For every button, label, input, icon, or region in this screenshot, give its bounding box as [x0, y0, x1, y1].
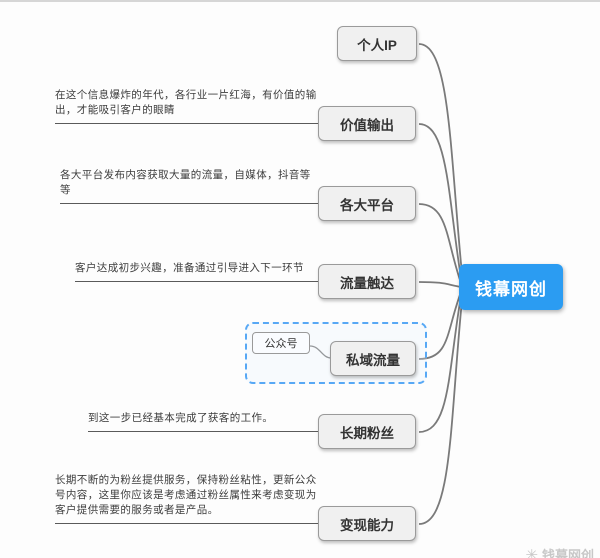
note-value-output[interactable]: 在这个信息爆炸的年代，各行业一片红海，有价值的输出，才能吸引客户的眼睛 [55, 88, 318, 124]
root-node[interactable]: 钱幕网创 [459, 264, 563, 310]
note-traffic-reach[interactable]: 客户达成初步兴趣，准备通过引导进入下一环节 [75, 261, 318, 282]
topic-label: 变现能力 [340, 517, 394, 533]
topic-node-value-output[interactable]: 价值输出 [318, 106, 416, 141]
edge-private-traffic [418, 291, 462, 360]
note-platforms[interactable]: 各大平台发布内容获取大量的流量，自媒体，抖音等等 [60, 168, 318, 204]
topic-node-platforms[interactable]: 各大平台 [318, 186, 416, 221]
note-monetization[interactable]: 长期不断的为粉丝提供服务，保持粉丝粘性，更新公众号内容，这里你应该是考虑通过粉丝… [55, 473, 318, 524]
edge-longterm-fans [418, 295, 462, 433]
watermark-label: 钱幕网创 [541, 548, 594, 558]
topic-label: 价值输出 [340, 117, 394, 133]
subtopic-label: 公众号 [264, 338, 298, 350]
topic-label: 长期粉丝 [340, 425, 394, 441]
edge-monetization [418, 299, 463, 525]
topic-node-longterm-fans[interactable]: 长期粉丝 [318, 414, 416, 449]
watermark: ✳ 钱幕网创 [525, 545, 594, 558]
topic-node-monetization[interactable]: 变现能力 [318, 506, 416, 541]
topic-label: 私域流量 [346, 352, 400, 368]
topic-label: 各大平台 [340, 197, 394, 213]
edge-traffic-reach [418, 281, 462, 288]
topic-node-private-traffic[interactable]: 私域流量 [330, 341, 416, 376]
root-node-label: 钱幕网创 [475, 279, 547, 299]
note-longterm-fans[interactable]: 到这一步已经基本完成了获客的工作。 [88, 411, 318, 432]
topic-node-personal-ip[interactable]: 个人IP [337, 26, 417, 61]
watermark-logo-icon: ✳ [525, 546, 538, 558]
subtopic-node-official-account[interactable]: 公众号 [252, 332, 310, 354]
topic-label: 个人IP [357, 37, 397, 53]
topic-label: 流量触达 [340, 275, 394, 291]
topic-node-traffic-reach[interactable]: 流量触达 [318, 264, 416, 299]
edge-personal-ip [418, 43, 463, 275]
edge-official-account [309, 345, 332, 359]
edge-platforms [418, 203, 462, 284]
edge-value-output [418, 123, 462, 279]
